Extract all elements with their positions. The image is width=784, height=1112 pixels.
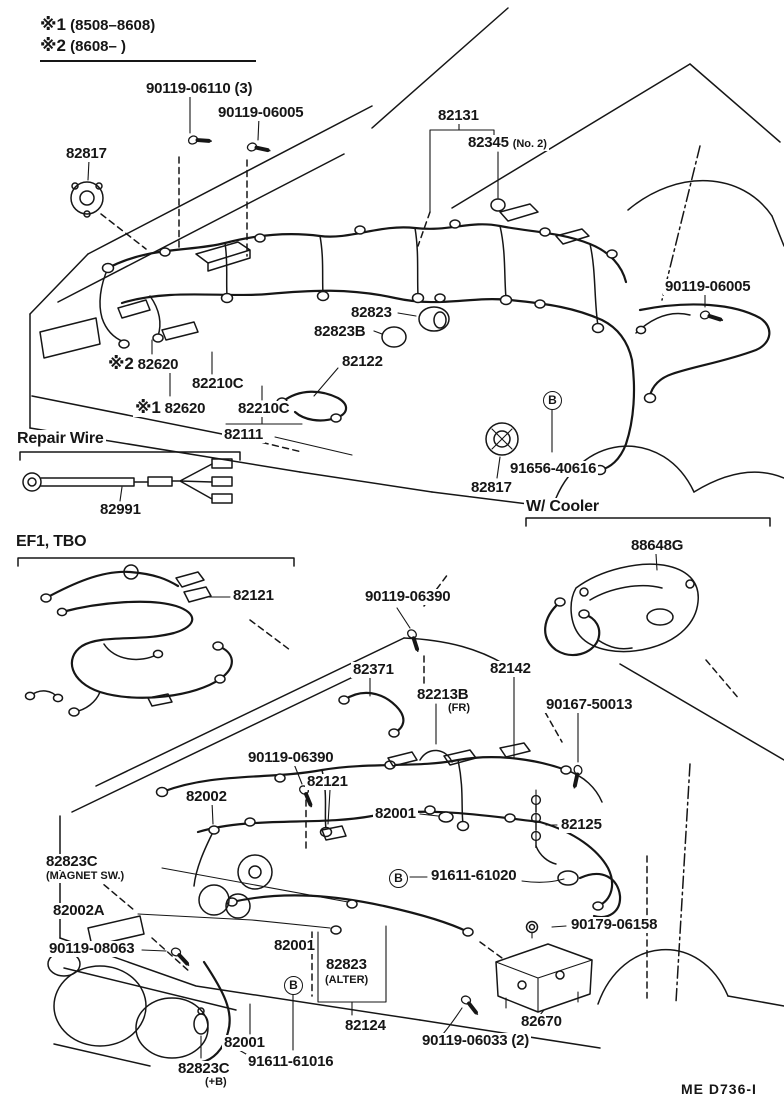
part-note-no2: (No. 2) — [512, 138, 547, 150]
part-label-82001-bottom: 82001 — [222, 1034, 267, 1052]
reference-mark-star1: ※1 — [135, 398, 161, 417]
part-label-90179-06158: 90179-06158 — [569, 916, 660, 934]
part-label-82001-right: 82001 — [373, 805, 418, 823]
part-label-82142: 82142 — [488, 660, 533, 678]
part-note-plusb: (+B) — [203, 1076, 229, 1089]
reference-mark-star2: ※2 — [108, 354, 134, 373]
part-label-82823-alter: 82823 — [324, 956, 369, 974]
ef1-tbo-inset — [17, 557, 295, 717]
part-label-82124: 82124 — [343, 1017, 388, 1035]
part-label-82823: 82823 — [349, 304, 394, 322]
part-label-90119-08063: 90119-08063 — [47, 940, 137, 958]
part-label-90119-06390-lower: 90119-06390 — [246, 749, 336, 767]
part-label-90119-06033: 90119-06033 (2) — [420, 1032, 532, 1050]
part-label-82620-star2: ※2 82620 — [106, 354, 181, 374]
reference-mark-2: ※2 — [40, 36, 66, 55]
reference-mark-1: ※1 — [40, 15, 66, 34]
top-harness-82111 — [99, 203, 771, 476]
circled-b-symbol-top: B — [543, 391, 562, 410]
part-label-82371: 82371 — [351, 661, 396, 679]
part-label-90119-06005-left: 90119-06005 — [216, 104, 306, 122]
part-label-82131: 82131 — [436, 107, 481, 125]
legend-box: ※1 (8508–8608) ※2 (8608– ) — [40, 15, 256, 62]
part-label-82002: 82002 — [184, 788, 229, 806]
repair-wire-inset — [19, 451, 241, 504]
part-label-91656-40616: 91656-40616 — [508, 460, 599, 478]
section-title-repair-wire: Repair Wire — [15, 430, 106, 448]
section-title-ef1-tbo: EF1, TBO — [14, 533, 89, 551]
part-label-82001-left: 82001 — [272, 937, 317, 955]
part-label-88648G: 88648G — [629, 537, 686, 555]
part-label-82823C-plusb: 82823C — [176, 1060, 232, 1078]
legend-row-2: ※2 (8608– ) — [40, 36, 127, 55]
part-label-90119-06390-upper: 90119-06390 — [363, 588, 453, 606]
circled-b-symbol-mid: B — [389, 869, 408, 888]
part-note-magnet-sw: (MAGNET SW.) — [44, 870, 127, 883]
part-label-82210C-a: 82210C — [190, 375, 246, 393]
part-label-82213B: 82213B — [415, 686, 471, 704]
bottom-harness — [47, 742, 622, 1067]
part-label-82817-right: 82817 — [469, 479, 514, 497]
part-label-90167-50013: 90167-50013 — [544, 696, 635, 714]
part-label-82121-ef1: 82121 — [231, 587, 276, 605]
part-label-82670: 82670 — [519, 1013, 564, 1031]
part-label-91611-61016: 91611-61016 — [246, 1053, 336, 1071]
part-label-82823C-magnet: 82823C — [44, 853, 100, 871]
part-label-90119-06005-right: 90119-06005 — [663, 278, 753, 296]
part-note-alter: (ALTER) — [323, 974, 371, 987]
top-body-outline — [29, 7, 784, 509]
part-label-82122: 82122 — [340, 353, 385, 371]
part-label-82620-star1: ※1 82620 — [133, 398, 208, 418]
part-label-82991: 82991 — [98, 501, 143, 519]
part-label-82345: 82345 (No. 2) — [466, 134, 549, 152]
cooler-inset — [525, 517, 771, 701]
part-label-82111: 82111 — [222, 426, 266, 444]
part-label-82823B: 82823B — [312, 323, 368, 341]
legend-row-1: ※1 (8508–8608) — [40, 15, 156, 34]
part-note-fr: (FR) — [446, 702, 472, 715]
circled-b-symbol-bottom: B — [284, 976, 303, 995]
part-label-90119-06110: 90119-06110 (3) — [144, 80, 255, 98]
bottom-callouts — [95, 573, 590, 1059]
top-callouts — [70, 95, 725, 479]
drawing-code: ME D736-I — [681, 1081, 757, 1097]
part-label-91611-61020: 91611-61020 — [429, 867, 519, 885]
part-label-82002A: 82002A — [51, 902, 107, 920]
part-label-82210C-b: 82210C — [236, 400, 292, 418]
part-label-82125: 82125 — [559, 816, 604, 834]
part-label-82817-top-left: 82817 — [64, 145, 109, 163]
part-label-82121-bottom: 82121 — [305, 773, 350, 791]
section-title-w-cooler: W/ Cooler — [524, 498, 601, 516]
